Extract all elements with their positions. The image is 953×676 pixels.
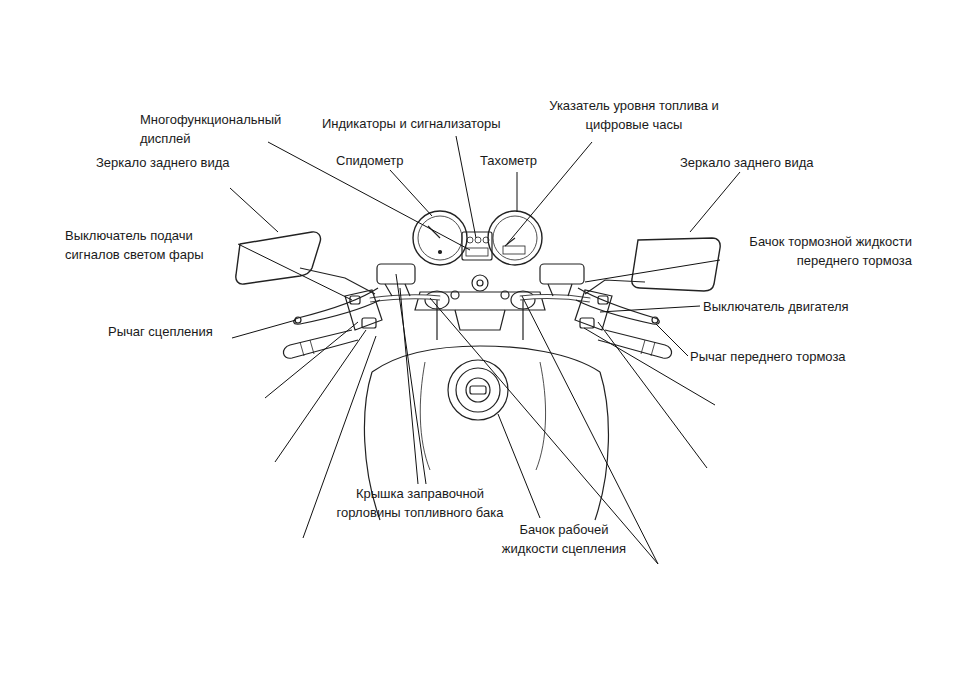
part-label: Рычаг сцепления [108,322,248,341]
part-label: Тахометр [480,151,580,170]
part-label: Спидометр [336,151,436,170]
part-label: Бачок рабочей жидкости сцепления [494,520,634,558]
part-label: Многофункциональный дисплей [140,110,290,148]
part-label: Зеркало заднего вида [96,153,276,172]
part-label: Зеркало заднего вида [680,153,860,172]
part-label: Рычаг переднего тормоза [690,347,890,366]
part-label: Выключатель двигателя [703,297,903,316]
part-label: Указатель уровня топлива и цифровые часы [534,96,734,134]
part-label: Бачок тормозной жидкости переднего тормо… [722,232,912,270]
part-label: Индикаторы и сигнализаторы [322,114,522,133]
part-label: Выключатель подачи сигналов светом фары [65,226,225,264]
part-label: Крышка заправочной горловины топливного … [330,484,510,522]
